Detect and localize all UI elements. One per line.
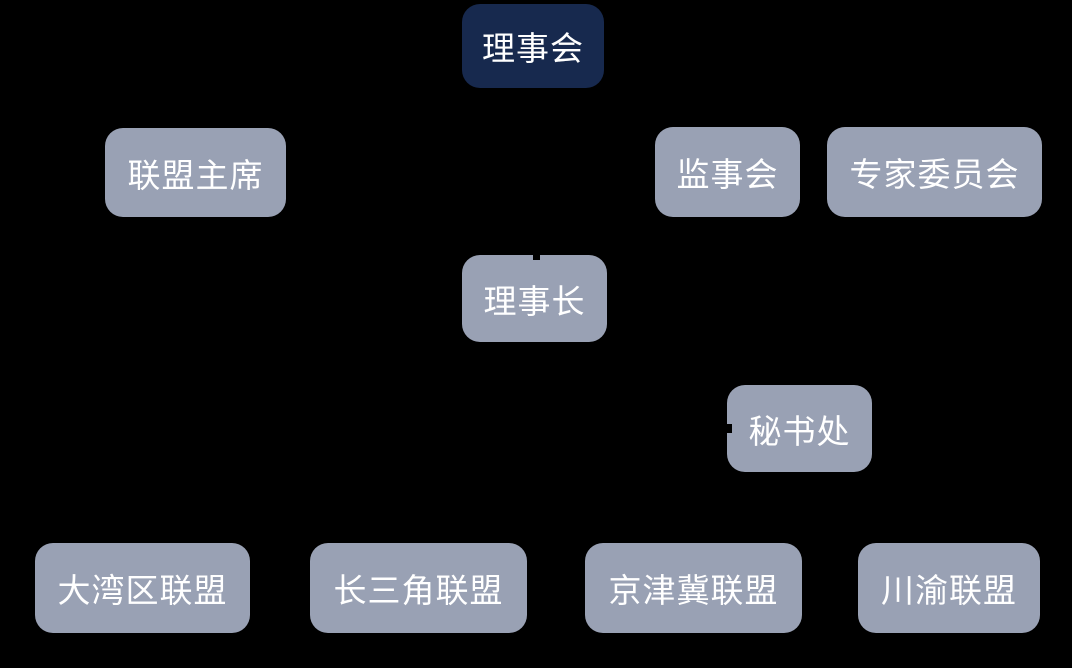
org-node-secretariat: 秘书处 (727, 385, 872, 472)
connector-stub (727, 424, 732, 433)
org-node-label: 秘书处 (748, 412, 851, 450)
org-node-alliance-chairman: 联盟主席 (105, 128, 286, 217)
org-node-label: 大湾区联盟 (57, 572, 228, 609)
org-node-supervisory-board: 监事会 (655, 127, 800, 217)
org-node-chuanyu: 川渝联盟 (858, 543, 1040, 633)
org-node-label: 联盟主席 (127, 156, 264, 194)
org-node-label: 监事会 (676, 156, 779, 193)
org-node-label: 京津冀联盟 (608, 572, 779, 609)
org-node-jingjinji: 京津冀联盟 (585, 543, 802, 633)
org-node-expert-committee: 专家委员会 (827, 127, 1042, 217)
org-node-yangtze-delta: 长三角联盟 (310, 543, 527, 633)
org-node-greater-bay-area: 大湾区联盟 (35, 543, 250, 633)
org-node-label: 理事会 (482, 30, 584, 67)
org-node-label: 川渝联盟 (881, 572, 1017, 609)
org-node-label: 专家委员会 (849, 156, 1020, 193)
org-node-council-chairman: 理事长 (462, 255, 607, 342)
org-node-board: 理事会 (462, 4, 604, 88)
org-node-label: 理事长 (483, 282, 586, 320)
connector-stub (533, 255, 540, 260)
org-node-label: 长三角联盟 (333, 572, 504, 609)
